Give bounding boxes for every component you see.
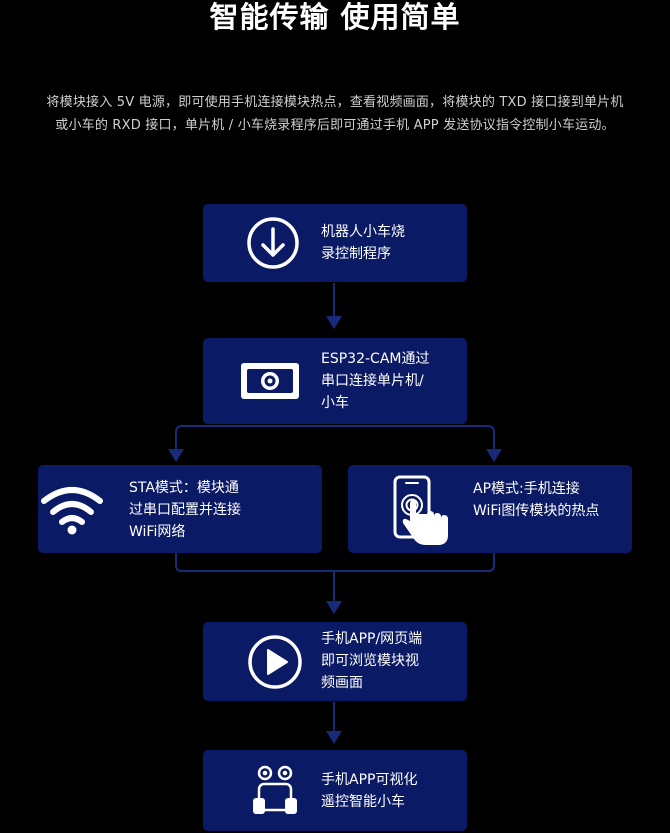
step-view-video-label: 手机APP/网页端 即可浏览模块视 频画面 [321,631,423,691]
wifi-icon [40,485,104,535]
step-remote-control-label: 手机APP可视化 遥控智能小车 [321,772,418,810]
phone-touch-icon [392,475,454,551]
connector-merge [175,553,495,572]
arrowhead-split-right [486,449,502,462]
step-remote-control: 手机APP可视化 遥控智能小车 [203,750,467,831]
arrowhead-4-5 [326,731,342,744]
step-serial-connect: ESP32-CAM通过 串口连接单片机/ 小车 [203,338,467,424]
robot-car-icon [249,764,305,820]
step-sta-mode: STA模式：模块通 过串口配置并连接 WiFi网络 [38,465,322,553]
step-ap-mode: AP模式:手机连接 WiFi图传模块的热点 [348,465,632,553]
play-icon [247,634,303,690]
step-program-car-label: 机器人小车烧 录控制程序 [321,224,405,262]
camera-module-icon [239,361,301,401]
step-view-video: 手机APP/网页端 即可浏览模块视 频画面 [203,622,467,701]
description-line-2: 或小车的 RXD 接口，单片机 / 小车烧录程序后即可通过手机 APP 发送协议… [55,118,615,133]
page-title: 智能传输 使用简单 [209,0,461,34]
description: 将模块接入 5V 电源，即可使用手机连接模块热点，查看视频画面，将模块的 TXD… [0,91,670,137]
download-icon [246,216,300,270]
step-serial-connect-label: ESP32-CAM通过 串口连接单片机/ 小车 [321,351,430,411]
description-line-1: 将模块接入 5V 电源，即可使用手机连接模块热点，查看视频画面，将模块的 TXD… [46,95,624,110]
step-ap-mode-label: AP模式:手机连接 WiFi图传模块的热点 [473,481,600,519]
arrowhead-split-left [168,449,184,462]
connector-split [175,425,495,450]
arrowhead-merge [326,601,342,614]
step-sta-mode-label: STA模式：模块通 过串口配置并连接 WiFi网络 [129,480,241,540]
arrowhead-1-2 [326,316,342,329]
step-program-car: 机器人小车烧 录控制程序 [203,204,467,282]
